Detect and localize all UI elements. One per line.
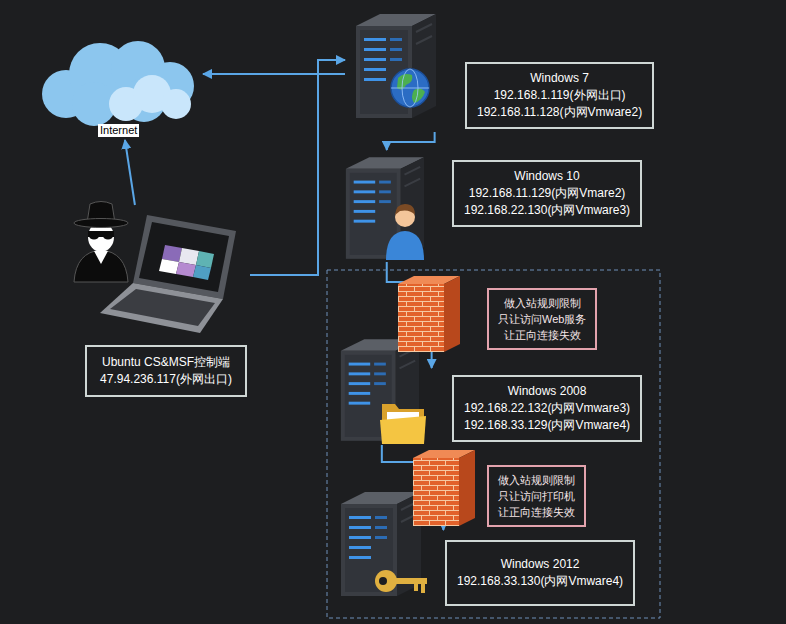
note-box: 做入站规则限制只让访问Web服务让正向连接失效 <box>487 288 597 350</box>
connector <box>250 60 345 275</box>
firewall-icon <box>398 276 460 352</box>
dashed-zone <box>327 270 660 618</box>
folder-icon-part <box>380 416 426 444</box>
host-node: Windows 10192.168.11.129(内网Vmare2)192.16… <box>337 150 644 262</box>
node-text: 让正向连接失效 <box>498 327 586 343</box>
key-icon-part <box>375 570 397 592</box>
laptop-figure-part <box>193 265 211 280</box>
hacker-figure-part <box>74 219 128 228</box>
key-icon-part <box>421 584 425 593</box>
globe-icon-part <box>412 88 425 103</box>
host-node: Windows 7192.168.1.119(外网出口)192.168.11.1… <box>345 8 656 132</box>
key-icon <box>375 570 427 593</box>
node-text: 192.168.11.129(内网Vmare2) <box>464 185 630 202</box>
node-text: Windows 2008 <box>464 383 630 400</box>
folder-icon <box>380 404 426 444</box>
node-text: 做入站规则限制 <box>498 295 586 311</box>
node-text: 让正向连接失效 <box>498 504 575 520</box>
globe-icon <box>391 69 429 107</box>
user-icon-part <box>386 231 424 260</box>
connector <box>125 140 135 205</box>
user-icon <box>386 204 424 260</box>
host-node: Windows 2012192.168.33.130(内网Vmware4) <box>333 530 637 608</box>
node-text: 192.168.22.132(内网Vmware3) <box>464 400 630 417</box>
hacker-figure-part <box>94 251 108 264</box>
node-text: 192.168.33.130(内网Vmware4) <box>457 573 623 590</box>
info-box: Windows 10192.168.11.129(内网Vmare2)192.16… <box>452 160 642 227</box>
globe-icon-part <box>391 69 429 107</box>
node-text: 192.168.11.128(内网Vmware2) <box>477 104 642 121</box>
node-text: 只让访问打印机 <box>498 488 575 504</box>
laptop-figure-part <box>179 248 199 265</box>
node-text: 只让访问Web服务 <box>498 311 586 327</box>
laptop-figure-part <box>100 283 223 333</box>
node-text: Windows 2012 <box>457 556 623 573</box>
cloud-puff <box>161 89 191 119</box>
key-icon-part <box>414 584 418 591</box>
cloud-label: Internet <box>98 124 139 137</box>
info-box: Ubuntu CS&MSF控制端47.94.236.117(外网出口) <box>85 345 247 397</box>
node-text: 192.168.22.130(内网Vmware3) <box>464 202 630 219</box>
hacker-figure-part <box>74 250 128 282</box>
laptop-figure-part <box>159 259 179 274</box>
laptop-figure-part <box>176 262 196 277</box>
node-text: Windows 10 <box>464 168 630 185</box>
connector <box>387 132 435 150</box>
server-icon <box>356 14 436 118</box>
cloud-node: Internet <box>28 28 203 140</box>
node-text: Internet <box>100 124 137 137</box>
node-text: Ubuntu CS&MSF控制端 <box>95 354 237 371</box>
info-box: Windows 2008192.168.22.132(内网Vmware3)192… <box>452 375 642 442</box>
laptop-figure-part <box>139 222 229 292</box>
key-icon-part <box>379 577 387 585</box>
node-text: 192.168.1.119(外网出口) <box>477 87 642 104</box>
note-box: 做入站规则限制只让访问打印机让正向连接失效 <box>487 465 586 527</box>
firewall-icon <box>413 450 475 526</box>
globe-icon-part <box>397 74 412 89</box>
laptop-figure-part <box>196 251 214 268</box>
host-node: Windows 2008192.168.22.132(内网Vmware3)192… <box>333 368 644 445</box>
globe-icon-part <box>391 88 429 89</box>
hacker-figure-part <box>89 233 99 240</box>
hacker-figure-part <box>103 233 113 240</box>
node-text: 47.94.236.117(外网出口) <box>95 371 237 388</box>
host-node: Ubuntu CS&MSF控制端47.94.236.117(外网出口) <box>78 205 250 410</box>
info-box: Windows 2012192.168.33.130(内网Vmware4) <box>445 540 635 606</box>
laptop-figure-part <box>110 289 215 326</box>
laptop-figure <box>100 215 236 333</box>
info-box: Windows 7192.168.1.119(外网出口)192.168.11.1… <box>465 62 654 129</box>
laptop-figure-part <box>162 245 182 262</box>
user-icon-part <box>395 204 415 215</box>
connector <box>203 73 345 75</box>
hacker-figure <box>74 202 128 283</box>
node-text: Windows 7 <box>477 70 642 87</box>
node-text: 192.168.33.129(内网Vmware4) <box>464 417 630 434</box>
key-icon-part <box>395 578 427 584</box>
node-text: 做入站规则限制 <box>498 472 575 488</box>
